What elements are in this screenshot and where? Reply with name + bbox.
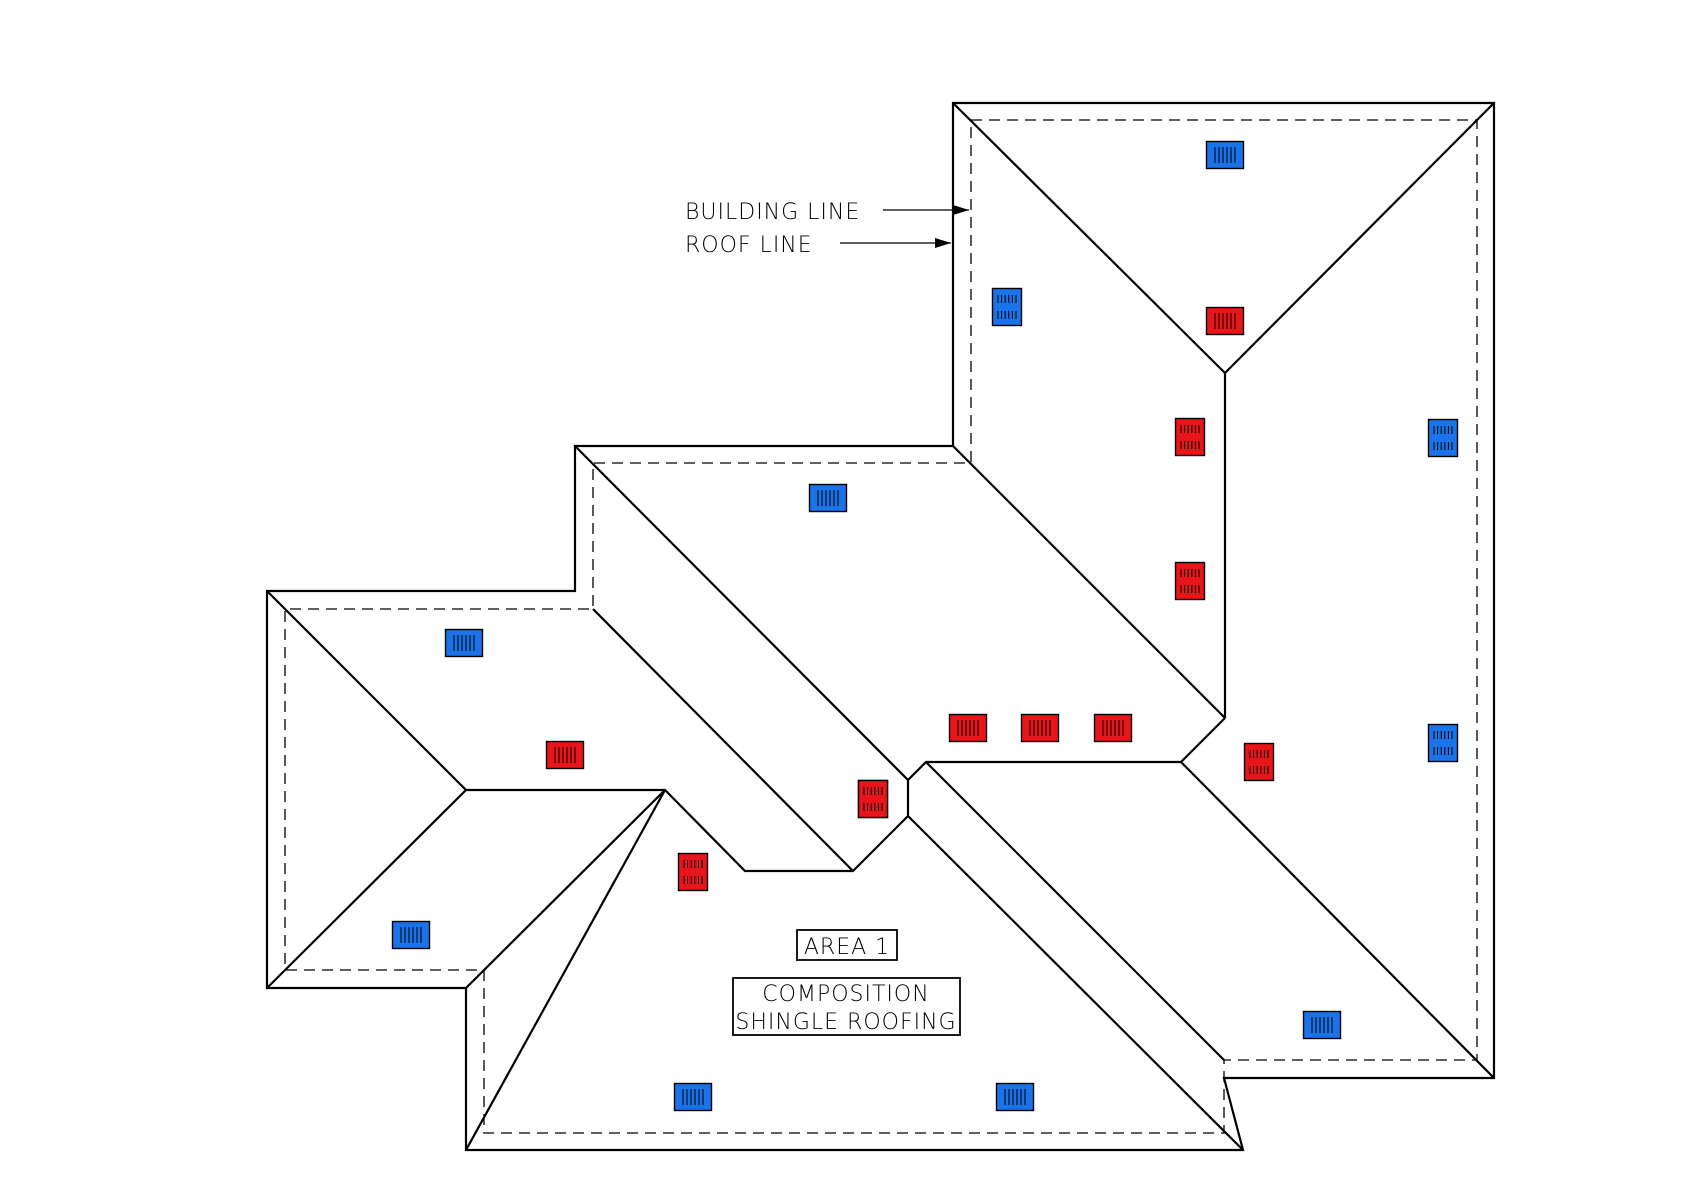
exhaust-vent [948,713,988,743]
exhaust-vent [1020,713,1060,743]
intake-vent [444,628,484,658]
intake-vent [673,1082,713,1112]
area-tag: AREA 1 [796,929,898,961]
material-tag-line-1: COMPOSITION [762,982,929,1007]
exhaust-vent [857,779,889,819]
intake-vent [1427,418,1459,458]
building-line-leader [883,205,969,215]
building-line-label: BUILDING LINE [685,200,860,225]
material-tag: COMPOSITION SHINGLE ROOFING [732,977,961,1036]
exhaust-vent [1174,417,1206,457]
exhaust-vent [1243,742,1275,782]
roof-line-leader [840,238,951,248]
material-tag-line-2: SHINGLE ROOFING [735,1010,956,1035]
roof-hips-ridges-valleys [266,102,1495,1151]
intake-vent [1302,1010,1342,1040]
intake-vent [391,920,431,950]
exhaust-vent [1205,306,1245,336]
intake-vent [1427,723,1459,763]
roof-vents [391,140,1459,1112]
intake-vent [995,1082,1035,1112]
roof-line-label: ROOF LINE [685,233,813,258]
area-tag-label: AREA 1 [804,935,890,960]
intake-vent [991,287,1023,327]
intake-vent [808,483,848,513]
exhaust-vent [1093,713,1133,743]
exhaust-vent [1174,561,1206,601]
intake-vent [1205,140,1245,170]
exhaust-vent [545,740,585,770]
exhaust-vent [677,852,709,892]
